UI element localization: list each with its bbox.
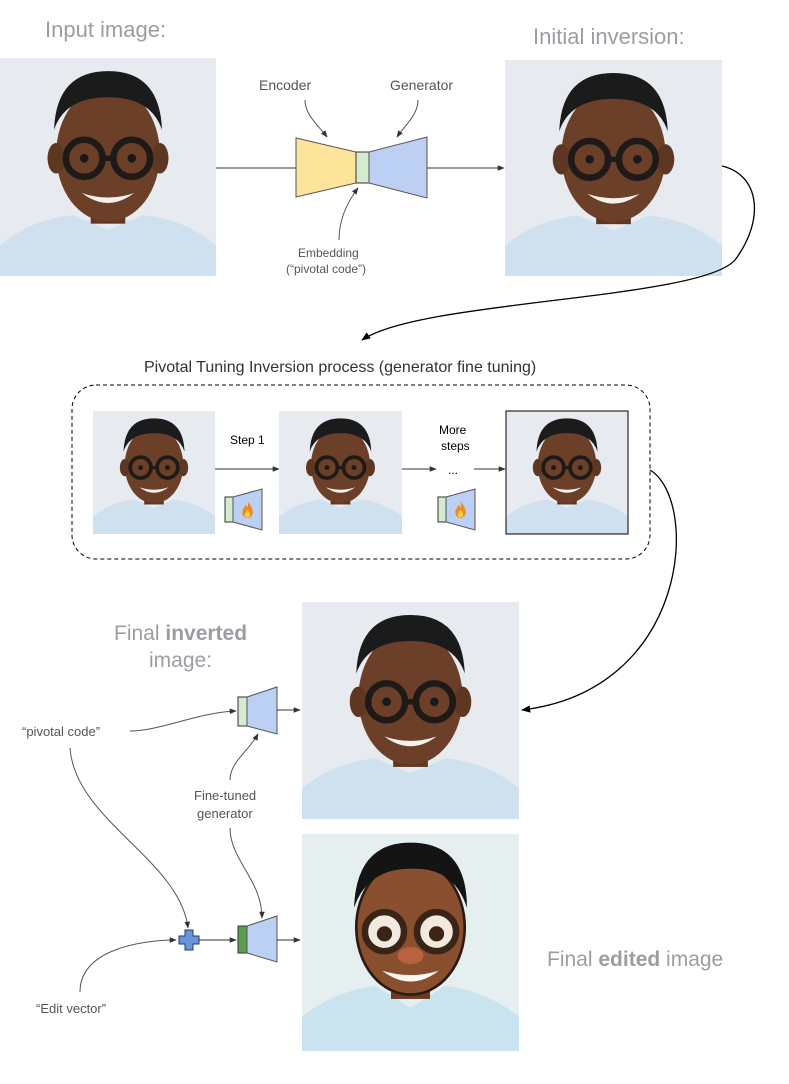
input-image-title: Input image:: [45, 17, 166, 42]
stepN-code-block: [437, 496, 447, 523]
initial-to-pti-curve: [361, 165, 756, 341]
pti-process-title: Pivotal Tuning Inversion process (genera…: [144, 359, 536, 376]
final-edited-suffix: image: [660, 948, 723, 971]
pti-final-image-border: [505, 410, 629, 535]
pivotal-code-label: “pivotal code”: [22, 724, 100, 739]
fine-tuned-label-line2: generator: [197, 806, 253, 821]
fine-tuned-to-edited-arrow: [229, 827, 265, 919]
pti-step1-image: [279, 411, 402, 534]
edit-vector-label: “Edit vector”: [36, 1001, 106, 1016]
fine-tuned-label: Fine-tuned: [194, 788, 256, 803]
final-edited-title: Final edited image: [547, 948, 723, 971]
edited-generator-block: [246, 915, 278, 963]
final-inverted-title-line2: image:: [149, 649, 212, 672]
pivotal-code-to-plus-arrow: [69, 747, 191, 929]
fine-tuned-to-inverted-arrow: [229, 733, 259, 781]
step1-code-block: [224, 496, 234, 523]
more-steps-label-line2: steps: [441, 439, 470, 453]
final-edited-prefix: Final: [547, 948, 598, 971]
edit-vector-arrow: [79, 937, 177, 993]
inverted-code-block: [237, 696, 248, 727]
pivotal-code-arrow: [129, 708, 237, 732]
ellipsis: ...: [448, 463, 458, 477]
step1-label: Step 1: [230, 433, 265, 447]
final-inverted-bold: inverted: [165, 622, 247, 645]
final-inverted-title: Final inverted: [114, 622, 247, 645]
initial-inversion-title: Initial inversion:: [533, 24, 685, 49]
final-edited-bold: edited: [598, 948, 660, 971]
final-inverted-image: [302, 602, 519, 819]
encoder-label: Encoder: [259, 77, 311, 93]
embedding-block: [355, 151, 370, 184]
embedding-label: Embedding: [298, 246, 359, 260]
pti-process-box: [71, 384, 651, 560]
encoder-label-arrow: [304, 99, 328, 138]
final-inverted-prefix: Final: [114, 622, 165, 645]
pti-step0-image: [93, 411, 215, 534]
input-image: [0, 58, 216, 276]
embedding-label-arrow: [338, 187, 359, 241]
encoder-block: [295, 137, 357, 198]
inverted-generator-block: [246, 686, 278, 735]
pti-final-image: [506, 411, 628, 534]
initial-inversion-image: [505, 60, 722, 276]
final-edited-image: [302, 834, 519, 1051]
more-steps-label: More: [439, 423, 467, 437]
edited-code-block: [237, 925, 248, 954]
generator-block: [368, 136, 428, 199]
generator-label: Generator: [390, 77, 453, 93]
plus-icon: [178, 929, 200, 951]
pivotal-code-caption: (“pivotal code”): [286, 262, 366, 276]
pti-to-final-curve: [521, 469, 678, 713]
generator-label-arrow: [396, 99, 419, 138]
